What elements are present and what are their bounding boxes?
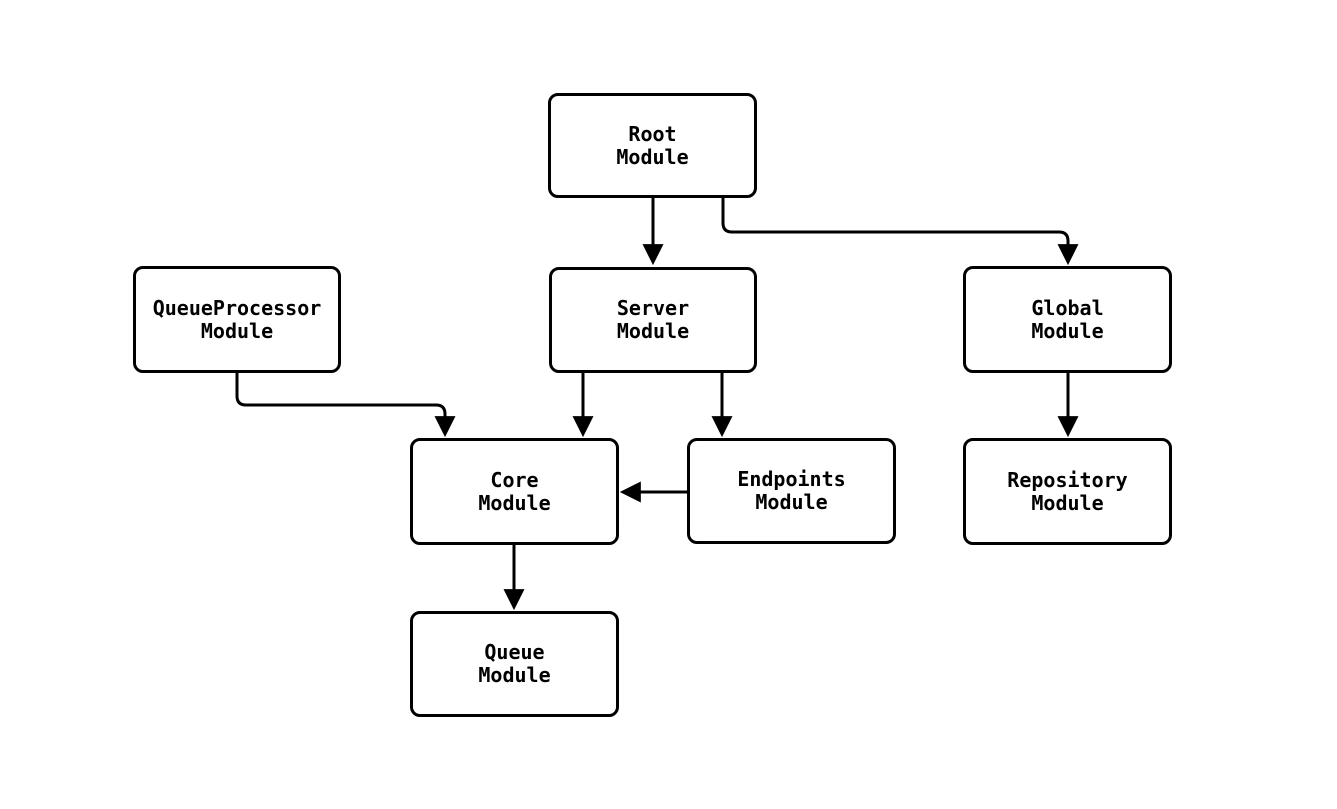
node-label-line: Core	[490, 467, 539, 492]
node-label-line: Module	[755, 490, 828, 514]
node-label-line: Module	[616, 144, 689, 169]
node-label-line: Root	[628, 121, 677, 146]
node-label-line: Module	[478, 663, 551, 687]
node-label-line: Module	[200, 318, 274, 343]
node-label-line: Repository	[1007, 467, 1128, 492]
node-label-line: Module	[1031, 490, 1104, 515]
node-label-line: Global	[1031, 295, 1104, 320]
node-label-line: Module	[478, 490, 551, 515]
edge-root-to-global	[721, 198, 1079, 266]
edge-queueprocessor-to-core	[235, 373, 456, 438]
node-label-line: QueueProcessor	[152, 295, 322, 320]
node-label-line: Queue	[484, 640, 545, 664]
node-label-line: Endpoints	[737, 467, 846, 491]
node-label-line: Server	[616, 296, 690, 320]
node-label-line: Module	[1031, 318, 1104, 343]
node-label-line: Module	[616, 319, 690, 343]
